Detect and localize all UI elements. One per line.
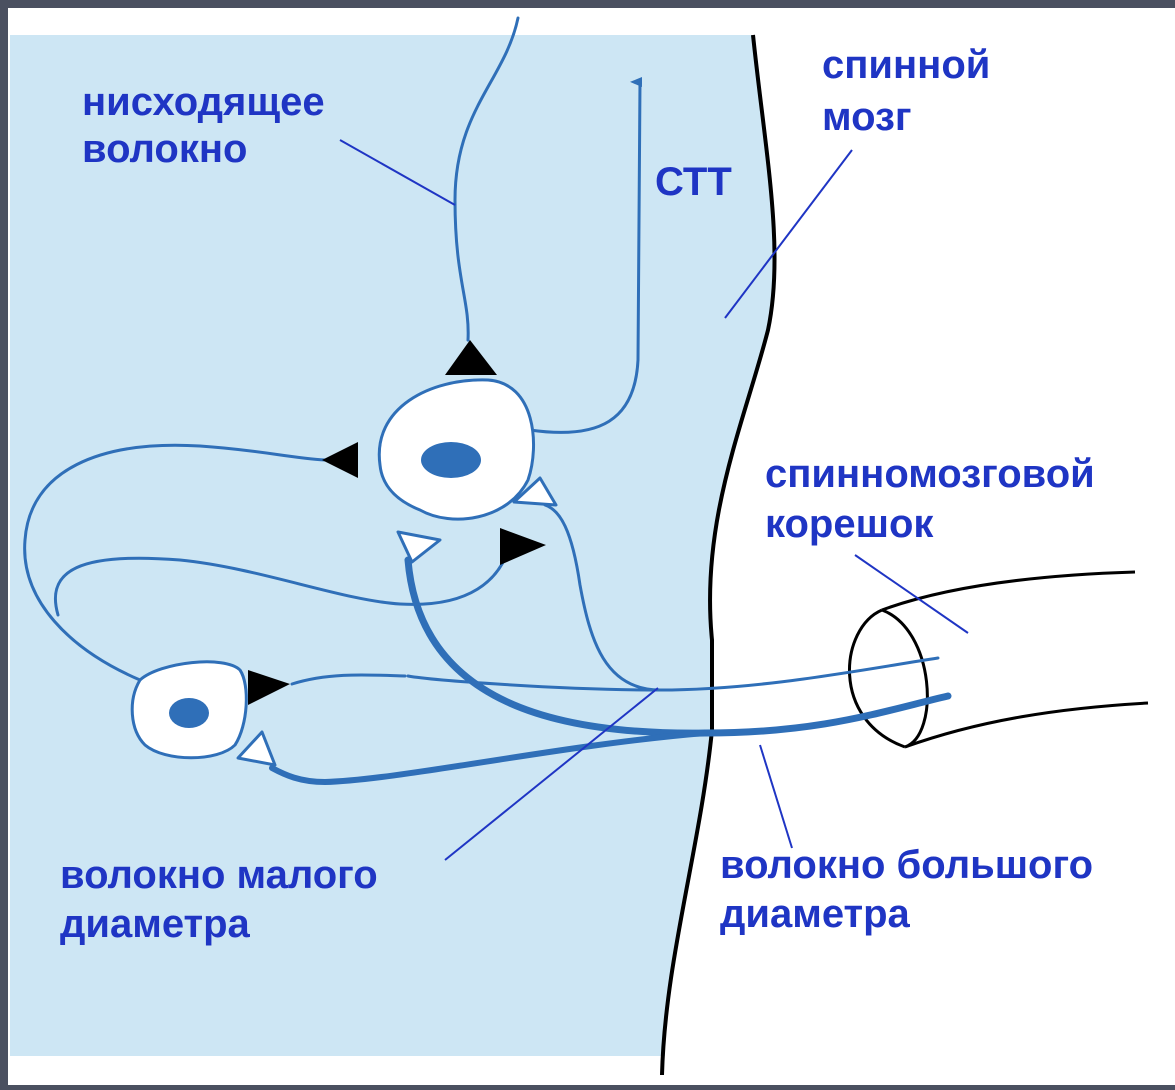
label-stt: СТТ — [655, 160, 732, 204]
label-large-fiber-1: волокно большого — [720, 843, 1093, 887]
upper-neuron-nucleus — [421, 442, 481, 478]
label-spinal-root-2: корешок — [765, 502, 934, 546]
label-small-fiber-2: диаметра — [60, 902, 251, 946]
lower-neuron — [132, 662, 246, 758]
label-large-fiber-2: диаметра — [720, 892, 911, 936]
label-descending-fiber-1: нисходящее — [82, 80, 325, 124]
label-spinal-root-1: спинномозговой — [765, 452, 1095, 496]
label-small-fiber-1: волокно малого — [60, 853, 378, 897]
label-spinal-cord-2: мозг — [822, 95, 912, 139]
label-descending-fiber-2: волокно — [82, 127, 247, 171]
lower-neuron-nucleus — [169, 698, 209, 728]
label-spinal-cord-1: спинной — [822, 43, 990, 87]
